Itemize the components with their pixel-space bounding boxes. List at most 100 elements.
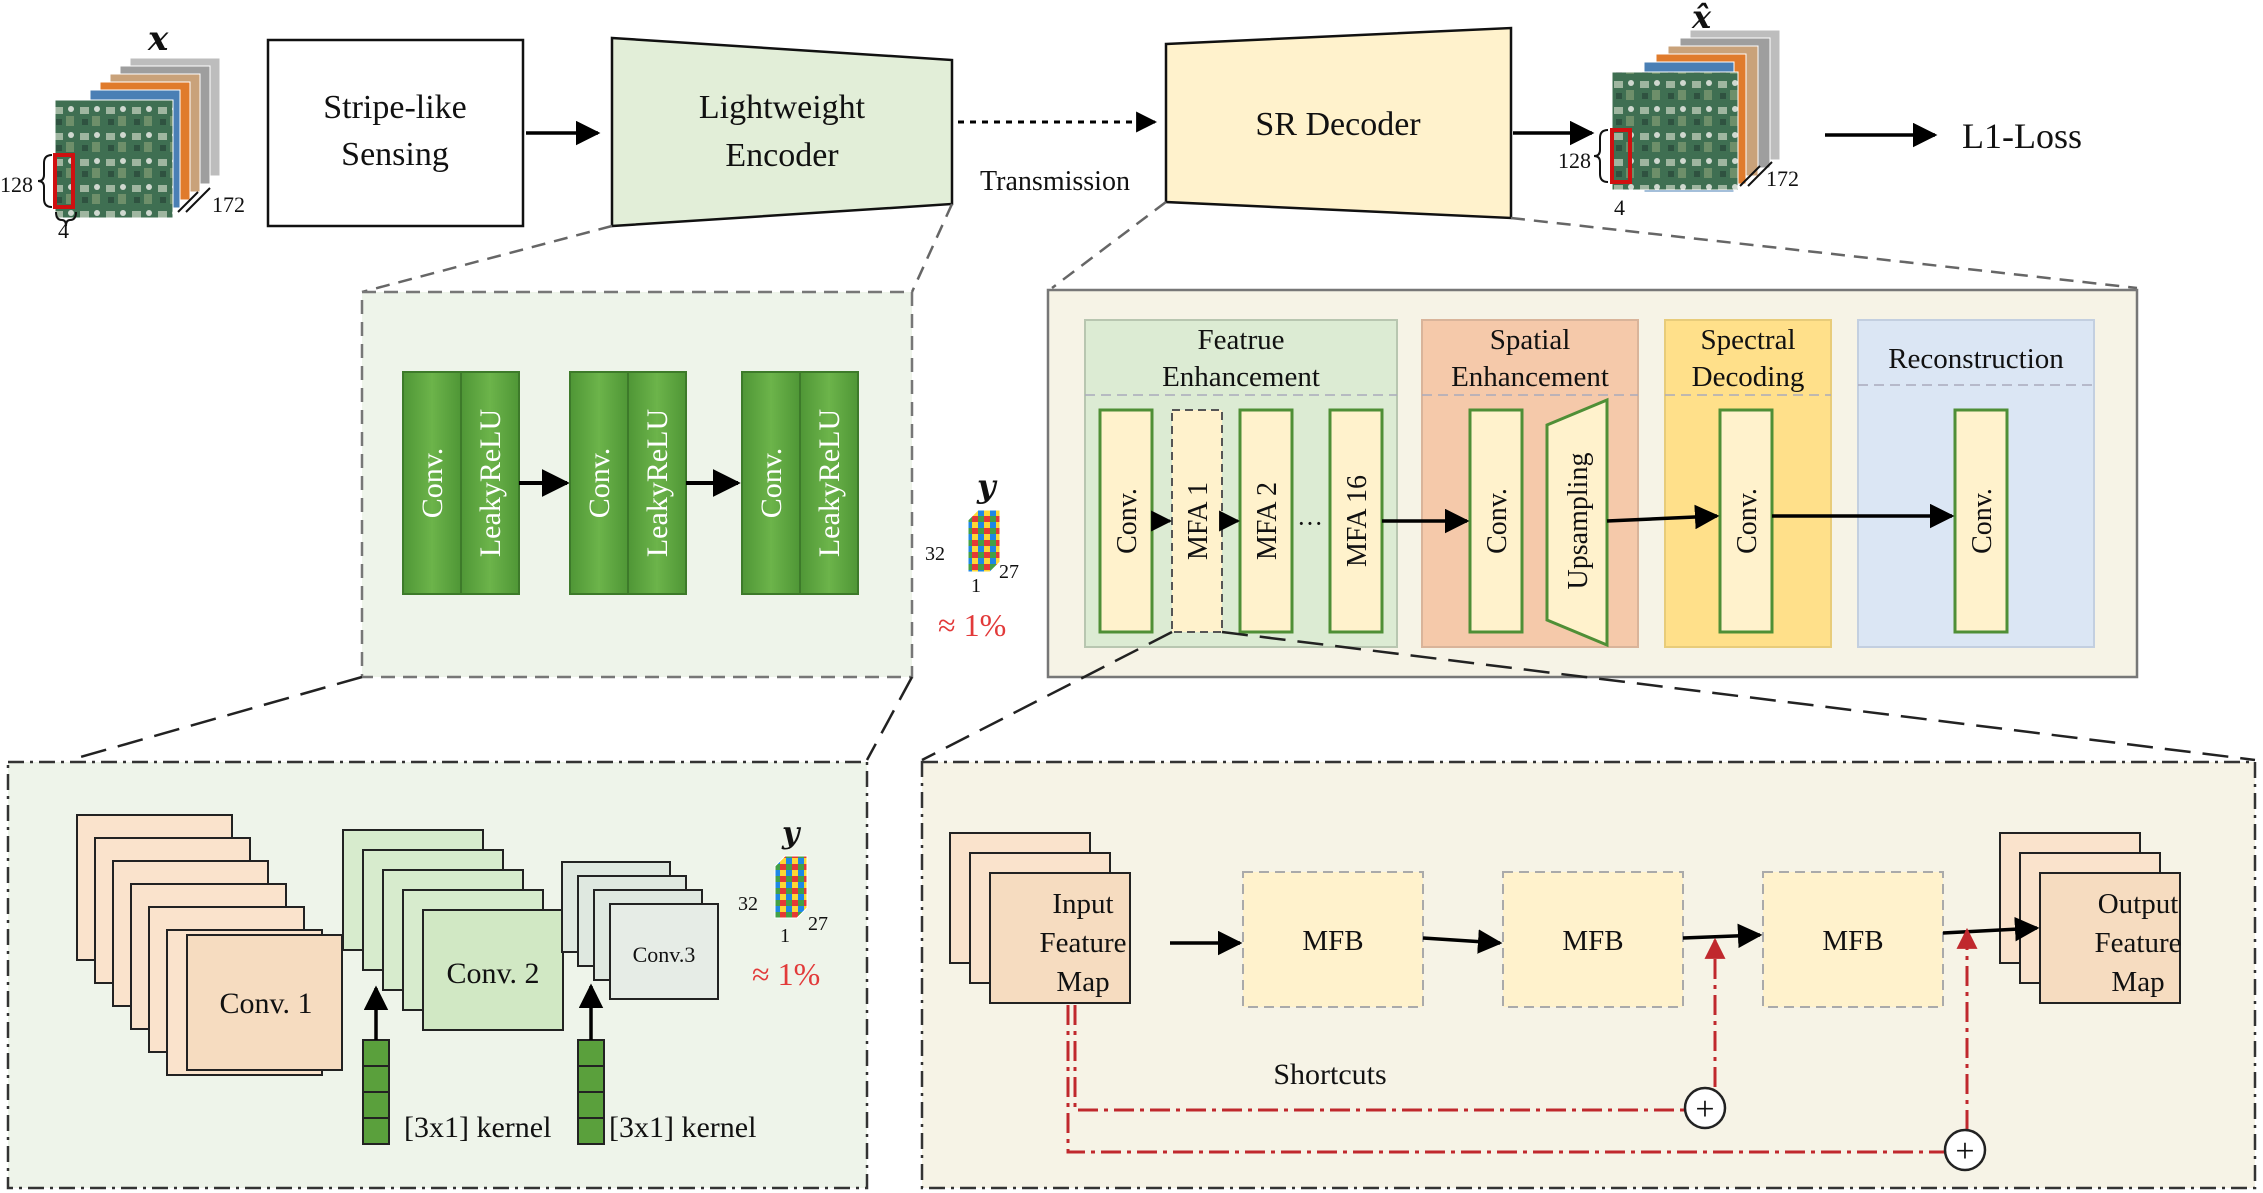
kernel1-label: [3x1] kernel [404,1111,551,1144]
plus-node-1: + [1683,1086,1727,1130]
feature-title-2: Enhancement [1162,361,1320,393]
y-bottom-height: 32 [738,893,758,915]
compressed-cube-mid: y 32 1 27 ≈ 1% [925,467,1019,643]
shortcuts-label: Shortcuts [1273,1058,1386,1091]
sd-conv: Conv. [1732,488,1763,554]
ratio-mid: ≈ 1% [938,607,1006,643]
input-line1: Input [1052,888,1113,920]
stripe-sensing-line1: Stripe-like [323,89,467,126]
cube-layers [53,57,221,219]
encoder-detail-panel: Conv. LeakyReLU Conv. LeakyReLU Conv. Le… [360,290,914,679]
zoom-lines-top [361,201,2138,294]
kernel-1: [3x1] kernel [362,985,551,1145]
conv-detail-panel: Conv. 1 Conv. 2 Conv.3 [3x1] kernel [6,760,869,1190]
fe-mfa16: MFA 16 [1342,475,1373,567]
encoder-conv-2: Conv. [583,448,616,519]
width-brace [55,211,77,227]
output-cube: x̂ 128 4 172 [1558,0,1799,220]
compressed-cube-bottom: y 32 1 27 ≈ 1% [738,816,828,992]
conv3-stack [561,861,719,1000]
rc-conv: Conv. [1967,488,1998,554]
recon-title: Reconstruction [1888,343,2064,375]
zoom-lines-mid [69,630,2256,762]
decoder-detail-arrows [1382,503,1955,534]
kernel2-label: [3x1] kernel [609,1111,756,1144]
spectral-decoding-panel: Spectral Decoding Conv. [1664,319,1832,648]
feature-enhancement-panel: Featrue Enhancement Conv. MFA 1 MFA 2 ··… [1084,319,1398,648]
spatial-title-2: Enhancement [1451,361,1609,393]
plus-1-label: + [1695,1091,1714,1128]
compressed-cube-mid-shape [967,509,1001,573]
stripe-sensing-line2: Sensing [341,136,449,173]
se-upsampling: Upsampling [1563,453,1594,590]
spatial-title-1: Spatial [1490,324,1571,356]
encoder-act-2: LeakyReLU [641,409,674,558]
conv1-stack [76,814,343,1076]
fe-mfa2: MFA 2 [1252,482,1283,560]
encoder-conv-3: Conv. [755,448,788,519]
output-height-brace [1593,129,1609,183]
y-mid-width: 1 [971,575,981,597]
encoder-act-3: LeakyReLU [813,409,846,558]
output-line1: Output [2098,888,2179,920]
ratio-bottom: ≈ 1% [752,956,820,992]
conv3-label: Conv.3 [633,942,696,967]
spatial-enhancement-panel: Spatial Enhancement Conv. Upsampling [1421,319,1639,648]
stripe-sensing-block: Stripe-like Sensing [266,38,525,228]
transmission-label: Transmission [980,166,1130,197]
output-line2: Feature [2095,927,2182,959]
cube-bands: 172 [212,192,245,217]
spectral-title-2: Decoding [1692,361,1805,393]
encoder-line2: Encoder [725,137,839,174]
mfb-2 [1502,871,1684,1008]
input-line3: Map [1056,966,1109,998]
output-line3: Map [2111,966,2164,998]
feature-title-1: Featrue [1198,324,1285,356]
loss-label: L1-Loss [1962,116,2082,156]
y-label-bottom: y [781,816,802,851]
fe-mfa1: MFA 1 [1183,482,1214,560]
y-label-mid: y [976,467,998,505]
mfb-1 [1242,871,1424,1008]
y-bottom-width: 1 [780,925,790,947]
decoder-detail-panel: Featrue Enhancement Conv. MFA 1 MFA 2 ··… [1046,288,2139,679]
conv2-stack [342,829,564,1031]
mfb-3-label: MFB [1822,925,1883,957]
shortcut-lines [1066,927,1978,1154]
fe-conv: Conv. [1112,488,1143,554]
output-bands-brace [1739,161,1773,187]
fe-ellipsis: ··· [1297,509,1323,538]
input-line2: Feature [1040,927,1127,959]
y-bottom-bands: 27 [808,913,828,935]
xhat-label: x̂ [1691,0,1712,36]
output-cube-height: 128 [1558,148,1591,173]
encoder-conv-1: Conv. [416,448,449,519]
mfa-detail-panel: Input Feature Map MFB MFB MFB Output Fea… [920,760,2257,1190]
output-feature-stack [1999,832,2181,1004]
output-cube-layers [1610,29,1781,193]
decoder-block: SR Decoder [1164,26,1513,220]
encoder-block: Lightweight Encoder [610,36,954,228]
encoder-layer-2: Conv. LeakyReLU [569,371,687,595]
output-cube-width: 4 [1614,195,1625,220]
input-cube: x 128 4 172 [0,19,245,243]
plus-2-label: + [1955,1133,1974,1170]
input-feature-stack [949,832,1131,1004]
kernel-2: [3x1] kernel [577,983,756,1145]
encoder-line1: Lightweight [699,89,866,126]
conv2-label: Conv. 2 [446,957,539,990]
plus-node-2: + [1943,1128,1987,1172]
mfb-2-label: MFB [1562,925,1623,957]
reconstruction-panel: Reconstruction Conv. [1857,319,2095,648]
y-mid-height: 32 [925,543,945,565]
height-brace [37,154,53,208]
spectral-title-1: Spectral [1700,324,1795,356]
mfb-1-label: MFB [1302,925,1363,957]
encoder-layer-1: Conv. LeakyReLU [402,371,520,595]
encoder-layer-3: Conv. LeakyReLU [741,371,859,595]
cube-height: 128 [0,172,33,197]
decoder-label: SR Decoder [1255,106,1421,143]
mfb-3 [1762,871,1944,1008]
bands-brace [177,187,211,213]
